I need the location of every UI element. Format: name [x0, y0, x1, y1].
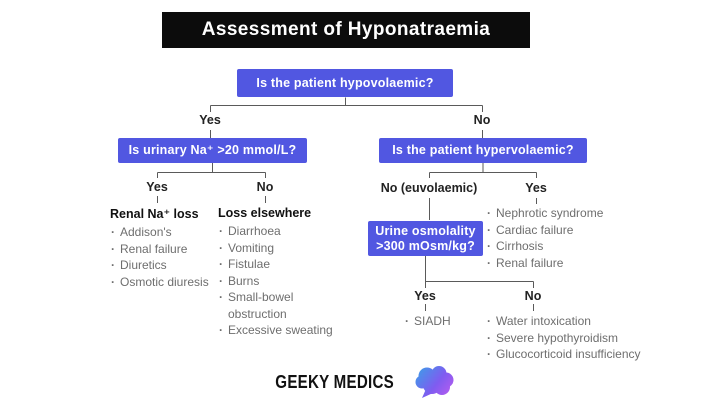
list-item: Addison's [110, 224, 212, 241]
list-item: Severe hypothyroidism [486, 330, 676, 347]
brand-logo-text: GEEKY MEDICS [275, 371, 394, 392]
branch-label-urinary-yes: Yes [146, 180, 168, 194]
list-item: Cirrhosis [486, 238, 636, 255]
list-item: Burns [218, 273, 336, 290]
decision-node-urine-osmolality: Urine osmolality >300 mOsm/kg? [368, 221, 483, 256]
list-item: Excessive sweating [218, 322, 336, 339]
outcome-list-hypervolaemic-yes: Nephrotic syndrome Cardiac failure Cirrh… [486, 205, 636, 271]
decision-node-urine-osmolality-line2: >300 mOsm/kg? [376, 238, 475, 253]
decision-node-hypervolaemic: Is the patient hypervolaemic? [379, 138, 587, 163]
branch-label-hypervolaemic-no-euvolaemic: No (euvolaemic) [380, 181, 478, 195]
outcome-list-osmolality-no: Water intoxication Severe hypothyroidism… [486, 313, 676, 363]
outcome-list-loss-elsewhere: Loss elsewhere Diarrhoea Vomiting Fistul… [218, 206, 336, 339]
list-item: Water intoxication [486, 313, 676, 330]
branch-label-osmolality-no: No [524, 289, 542, 303]
branch-label-hypovolaemic-no: No [473, 113, 491, 127]
list-item: Diuretics [110, 257, 212, 274]
branch-label-osmolality-yes: Yes [414, 289, 436, 303]
list-item: Nephrotic syndrome [486, 205, 636, 222]
decision-node-urinary-sodium-text: Is urinary Na⁺ >20 mmol/L? [128, 143, 297, 157]
list-item: Osmotic diuresis [110, 274, 212, 291]
outcome-header-renal-sodium-loss: Renal Na⁺ loss [110, 207, 199, 221]
list-item: Vomiting [218, 240, 336, 257]
page-title: Assessment of Hyponatraemia [162, 12, 530, 48]
list-item: Diarrhoea [218, 223, 336, 240]
list-item: Cardiac failure [486, 222, 636, 239]
outcome-header-loss-elsewhere: Loss elsewhere [218, 206, 312, 220]
list-item: Renal failure [110, 241, 212, 258]
branch-label-urinary-no: No [256, 180, 274, 194]
list-item: Glucocorticoid insufficiency [486, 346, 676, 363]
brand-lockup: GEEKY MEDICS [0, 365, 720, 399]
outcome-list-osmolality-yes: SIADH [404, 313, 484, 330]
brain-icon [415, 366, 454, 398]
decision-node-hypovolaemic: Is the patient hypovolaemic? [237, 69, 453, 97]
branch-label-hypovolaemic-yes: Yes [199, 113, 221, 127]
decision-node-urine-osmolality-line1: Urine osmolality [375, 223, 476, 238]
list-item: Renal failure [486, 255, 636, 272]
list-item: SIADH [404, 313, 484, 330]
branch-label-hypervolaemic-yes: Yes [525, 181, 547, 195]
decision-node-hypervolaemic-text: Is the patient hypervolaemic? [392, 143, 574, 157]
outcome-list-renal-sodium-loss: Renal Na⁺ loss Addison's Renal failure D… [110, 206, 212, 290]
decision-node-urinary-sodium: Is urinary Na⁺ >20 mmol/L? [118, 138, 307, 163]
list-item: Fistulae [218, 256, 336, 273]
decision-node-hypovolaemic-text: Is the patient hypovolaemic? [256, 75, 434, 90]
page-title-text: Assessment of Hyponatraemia [201, 19, 491, 40]
list-item: Small-bowel obstruction [218, 289, 336, 322]
